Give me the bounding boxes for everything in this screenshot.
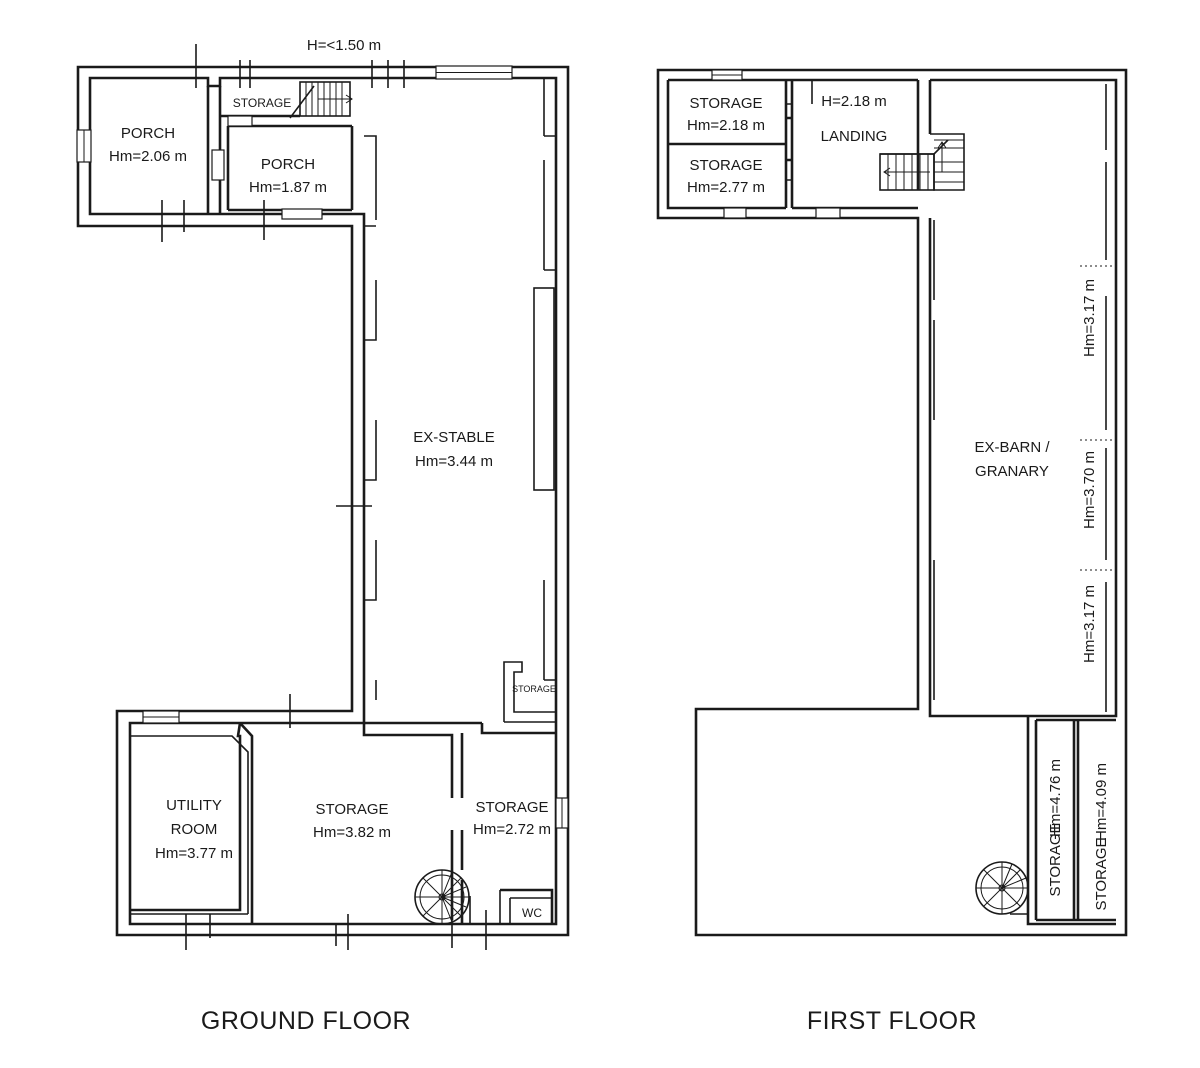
storage-lower-walls bbox=[450, 830, 554, 924]
first-landing-staircase bbox=[879, 133, 965, 191]
first-floor-inner-wall bbox=[666, 78, 1118, 718]
lower-block-top-wall bbox=[362, 721, 556, 798]
window-porch-top bbox=[227, 115, 253, 127]
porch-1-name: PORCH bbox=[121, 125, 175, 142]
first-storage-2-name: STORAGE bbox=[689, 157, 762, 174]
storage-main-name: STORAGE bbox=[315, 801, 388, 818]
landing-name: LANDING bbox=[821, 128, 888, 145]
wc-walls bbox=[499, 890, 553, 924]
porch-1-height: Hm=2.06 m bbox=[109, 148, 187, 165]
porch-2-height: Hm=1.87 m bbox=[249, 179, 327, 196]
ground-floor-title: GROUND FLOOR bbox=[201, 1007, 411, 1035]
storage-small-wall bbox=[220, 114, 354, 212]
storage-small-name: STORAGE bbox=[233, 96, 291, 110]
landing-height: H=2.18 m bbox=[821, 93, 886, 110]
first-storage-3-name: STORAGE bbox=[1047, 823, 1064, 896]
ex-stable-height: Hm=3.44 m bbox=[415, 453, 493, 470]
door-marks-bottom bbox=[185, 694, 487, 950]
storage-right-name: STORAGE bbox=[475, 799, 548, 816]
porch-2-name: PORCH bbox=[261, 156, 315, 173]
ground-height-note: H=<1.50 m bbox=[307, 37, 381, 54]
first-floor-title: FIRST FLOOR bbox=[807, 1007, 977, 1035]
first-storage-4-height: Hm=4.09 m bbox=[1093, 763, 1110, 841]
door-marks-top bbox=[161, 44, 405, 242]
window-first-landing-bottom bbox=[815, 207, 841, 219]
first-storage-4-name: STORAGE bbox=[1093, 837, 1110, 910]
ex-barn-height-south: Hm=3.17 m bbox=[1081, 585, 1098, 663]
first-spiral-staircase bbox=[975, 861, 1029, 915]
first-storage-3-height: Hm=4.76 m bbox=[1047, 759, 1064, 837]
ex-stable-east-wall-detail bbox=[543, 78, 556, 681]
utility-room-name-2: ROOM bbox=[171, 821, 218, 838]
ex-barn-height-north: Hm=3.17 m bbox=[1081, 279, 1098, 357]
ex-barn-name-2: GRANARY bbox=[975, 463, 1049, 480]
ground-top-staircase bbox=[289, 81, 353, 119]
first-floor-plan: STORAGE Hm=2.18 m STORAGE Hm=2.77 m LAND… bbox=[656, 68, 1128, 1035]
first-storage-2-height: Hm=2.77 m bbox=[687, 179, 765, 196]
ex-stable-storage-name: STORAGE bbox=[512, 684, 556, 694]
ground-floor-outer-wall bbox=[76, 65, 570, 937]
ground-floor-plan: H=<1.50 m PORCH Hm=2.06 m STORAGE PORCH … bbox=[76, 37, 570, 1035]
window-first-storage-bottom bbox=[723, 207, 747, 219]
ex-barn-east-detail bbox=[933, 84, 1107, 712]
storage-main-height: Hm=3.82 m bbox=[313, 824, 391, 841]
window-porch-bottom bbox=[281, 208, 323, 220]
ground-floor-inner-wall bbox=[88, 76, 558, 926]
first-storage-1-name: STORAGE bbox=[689, 95, 762, 112]
ex-barn-height-middle: Hm=3.70 m bbox=[1081, 451, 1098, 529]
ex-stable-small-storage bbox=[503, 661, 556, 723]
first-storage-walls bbox=[668, 80, 794, 208]
ex-stable-manger bbox=[533, 287, 555, 491]
ex-barn-name-1: EX-BARN / bbox=[974, 439, 1050, 456]
ex-barn-section-lines bbox=[1080, 265, 1116, 571]
ground-spiral-staircase bbox=[414, 869, 471, 925]
storage-right-height: Hm=2.72 m bbox=[473, 821, 551, 838]
utility-room-inner bbox=[130, 735, 249, 915]
wc-name: WC bbox=[522, 906, 542, 920]
utility-room-height: Hm=3.77 m bbox=[155, 845, 233, 862]
first-storage-lower-walls bbox=[1026, 716, 1116, 926]
window-porch-mid bbox=[211, 149, 225, 181]
utility-room-wall bbox=[130, 722, 254, 924]
utility-room-name-1: UTILITY bbox=[166, 797, 222, 814]
first-storage-1-height: Hm=2.18 m bbox=[687, 117, 765, 134]
ex-stable-door-mark bbox=[336, 494, 372, 520]
ex-stable-west-wall-detail bbox=[364, 135, 377, 700]
ex-stable-name: EX-STABLE bbox=[413, 429, 494, 446]
